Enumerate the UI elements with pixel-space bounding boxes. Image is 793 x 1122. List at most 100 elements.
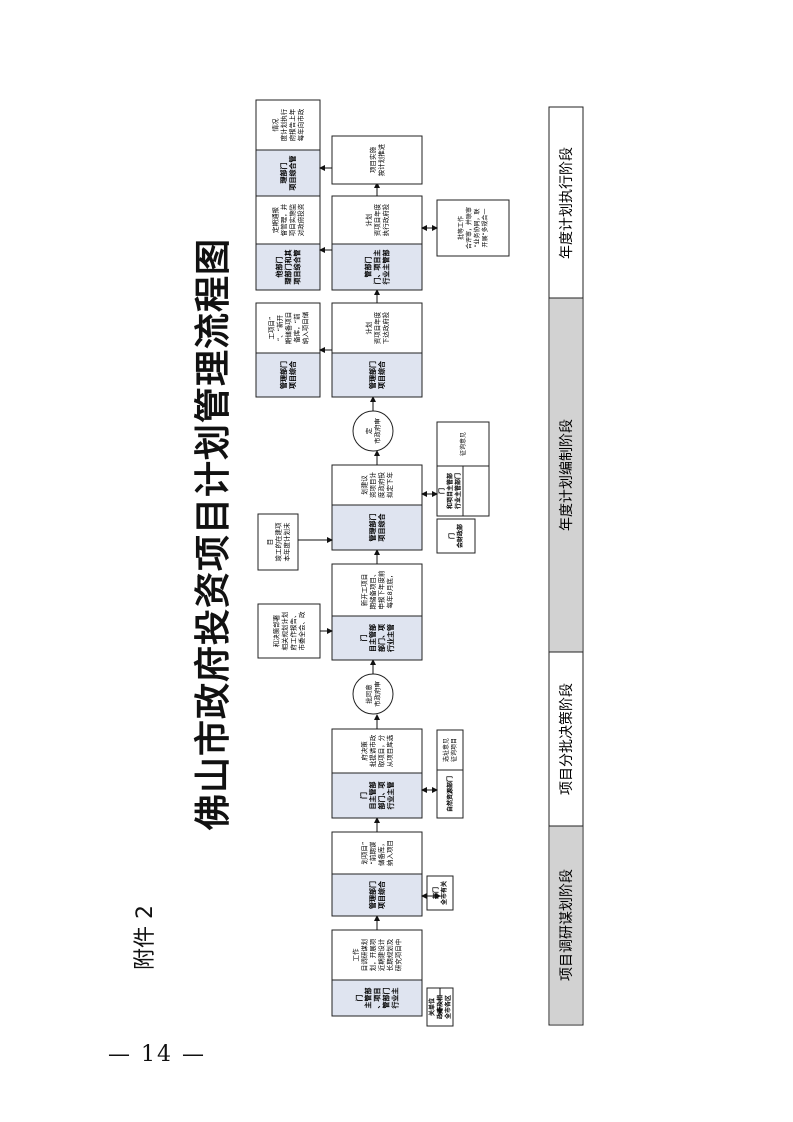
node-7-note-line: ”业务协同，联: [473, 208, 481, 247]
node-5-top-line: 本年度计划未: [282, 522, 291, 562]
node-3-dept-bg: [332, 773, 422, 818]
node-7-top-desc-line: 对政府投资: [296, 203, 305, 236]
decision-1-text-line: 批同意: [364, 684, 373, 704]
node-3-dept-line: 部门、项: [377, 782, 386, 810]
node-5-dept-line: 项目综合: [377, 513, 386, 542]
node-8-desc-line: 项目实施: [368, 147, 377, 174]
node-4-dept-line: 部门、项: [377, 624, 386, 652]
node-1-desc-line: 划，开展项: [368, 938, 377, 971]
node-5-top: [257, 513, 299, 571]
node-7-dept-line: 门、项目主: [373, 250, 382, 285]
node-3-note-line: 选址意见: [442, 738, 450, 762]
node-6-top-desc-line: 工项目”: [267, 317, 275, 340]
node-5-note-line: 征询意见: [459, 432, 467, 456]
node-3-desc-line: 取项目，分: [377, 734, 386, 767]
phase-1-label: 项目调研谋划阶段: [559, 869, 575, 981]
node-6-top-dept-bg: [256, 353, 320, 397]
node-8-top-dept-bg: [256, 150, 320, 196]
node-3-dept-line: 门: [359, 792, 368, 799]
node-2-side: [426, 875, 454, 911]
node-4-dept-bg: [332, 616, 422, 660]
node-6-desc-line: 资项目年度: [372, 311, 381, 344]
node-7-dept-line: 行业主管部: [382, 250, 391, 286]
node-5-note: [436, 421, 490, 467]
node-7-note-line: 批等工作: [457, 216, 465, 240]
node-1-dept-bg: [332, 980, 422, 1016]
node-4-desc-line: 期储备项目、: [368, 571, 377, 610]
node-5-desc-line: 度政府投: [377, 472, 386, 499]
node-8-top-desc-line: 度计划执行: [279, 108, 288, 141]
node-5-side-b-line: 行业主管部门: [454, 473, 462, 510]
node-2-dept-line: 管理部门: [368, 881, 377, 909]
node-8-top-desc-line: 情况: [271, 118, 280, 132]
node-3-dept-line: 目主管部: [368, 782, 377, 810]
phase-4-bg: [550, 108, 582, 298]
node-7-top-dept-line: 他部门: [275, 257, 284, 279]
page-number-text: — 14 —: [108, 1042, 206, 1067]
decision-1-text-line: 市政府审: [373, 681, 382, 707]
node-1-desc-line: 工作: [351, 948, 360, 962]
node-7-note-line: 合评审，并联审: [465, 207, 473, 249]
node-7-dept-line: 管部门: [364, 257, 373, 278]
node-8-top-dept-line: 项目综合管: [288, 156, 297, 191]
node-1-dept-line: 主管部: [364, 988, 373, 1009]
node-4-top: [257, 603, 321, 659]
node-6-top-desc-line: 期储备项目: [283, 312, 292, 345]
node-1-desc-line: 近期建设计: [377, 938, 386, 971]
node-2-desc-line: “前期谋: [368, 841, 377, 864]
node-1-dept-line: 管部门: [382, 988, 391, 1009]
phase-3-bg: [550, 298, 582, 652]
node-6-top-dept-line: 项目综合: [288, 360, 297, 389]
node-5-side-a-line: 会财政部: [456, 524, 464, 548]
node-4-top-line: 相关规划计划: [280, 612, 289, 651]
node-4-top-line: 和决策部署: [272, 614, 281, 647]
node-5-dept-line: 管理部门: [368, 514, 377, 542]
node-2-side-line: 部门: [432, 887, 440, 899]
node-8-top-desc-line: 每年向市政: [296, 108, 305, 141]
node-5-desc-line: 资项目计: [368, 472, 377, 499]
node-7-top-desc-line: 定期通报: [271, 207, 280, 234]
node-6-top-desc-line: 备库，“前: [292, 313, 301, 343]
node-7-desc-line: 执行政府投: [381, 203, 390, 236]
node-1-dept-line: 门: [355, 995, 364, 1002]
node-8-box: [331, 135, 423, 185]
node-6-dept-line: 管理部门: [368, 361, 377, 389]
node-2-dept-line: 项目综合: [377, 880, 386, 909]
node-3-desc-line: 从项目库选: [385, 734, 394, 767]
node-5-side-b-line: 和项目主管部: [446, 473, 454, 510]
phase-2-label: 项目分批决策阶段: [558, 683, 575, 795]
node-3-desc-line: 批提请市政: [368, 734, 377, 767]
phase-2-bg: [550, 652, 582, 826]
node-7-top-desc-line: 项目实施监: [288, 203, 297, 236]
node-3-note: [436, 729, 464, 771]
node-1-desc-line: 研究项目中: [394, 939, 403, 972]
node-6-dept-line: 项目综合: [377, 360, 386, 389]
node-6-top-dept-line: 管理部门: [279, 361, 288, 389]
node-6-dept-bg: [332, 353, 422, 397]
node-1-dept-line: 行业主: [391, 988, 400, 1010]
node-7-desc-line: 资项目年度: [372, 203, 381, 236]
phase-band: 项目调研谋划阶段 项目分批决策阶段 年度计划编制阶段 年度计划执行阶段: [548, 106, 584, 1026]
node-5-dept-bg: [332, 505, 422, 550]
node-4-dept-line: 目主管部: [368, 624, 377, 652]
node-6-top-desc-line: ”、“新开: [275, 314, 284, 341]
node-2-desc-line: 划项目”: [360, 842, 369, 865]
node-4-dept-line: 行业主管: [386, 624, 395, 653]
node-3-note-line: 征询项目: [450, 738, 458, 762]
node-5-desc-line: 拟定下年: [385, 472, 394, 499]
node-1-side-line: 全市各区: [444, 995, 452, 1020]
phase-3-label: 年度计划编制阶段: [559, 419, 575, 531]
node-7-note: [436, 199, 510, 257]
node-4-desc-line: 新开工项目: [360, 574, 369, 607]
node-4-desc-line: 每年8月底，: [385, 572, 394, 609]
node-3-side-line: 自然资源部门: [446, 776, 454, 812]
node-8-top-desc-line: 府报告上年: [288, 108, 297, 141]
decision-2-text-line: 定: [364, 427, 373, 434]
node-7-top-dept-line: 项目综合管: [293, 250, 302, 285]
node-7-dept-bg: [332, 244, 422, 290]
node-8-desc-line: 按计划推进: [377, 143, 386, 176]
decision-2-text-line: 市政府审: [373, 418, 382, 444]
node-4-top-line: 府工作报告、: [289, 612, 298, 651]
node-5-top-line: 竣工的在建项: [273, 522, 282, 562]
